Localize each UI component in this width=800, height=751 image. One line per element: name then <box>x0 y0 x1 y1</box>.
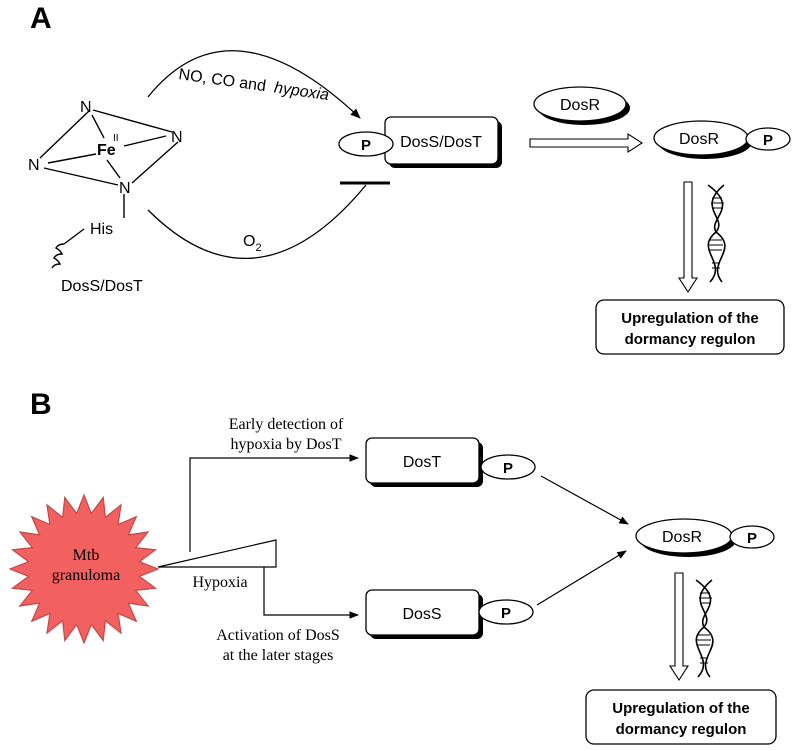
dost-label: DosT <box>403 454 441 471</box>
heme-nitrogen-bottom: N <box>119 180 131 197</box>
hypoxia-label: Hypoxia <box>192 574 247 591</box>
dosr-oval <box>533 86 627 122</box>
outcome-box-b <box>585 689 777 745</box>
early-line2: hypoxia by DosT <box>230 436 341 453</box>
dosr-b-phosphate-label: P <box>747 530 757 547</box>
dosr-b-phosphate <box>729 525 775 549</box>
inhibition-arc <box>147 184 367 260</box>
doss-phosphate <box>478 599 534 625</box>
doss-to-dosr-arrow <box>536 550 627 606</box>
kinase-phosphate-label: P <box>361 137 371 154</box>
activation-label: NO, CO and hypoxia <box>177 66 330 104</box>
heme-histidine: His <box>90 221 113 238</box>
upregulation-arrow-a <box>677 181 699 294</box>
granuloma-line1: Mtb <box>73 547 100 564</box>
transfer-arrow <box>529 132 644 154</box>
panel-b-label: B <box>30 388 52 421</box>
panel-a-label: A <box>30 2 52 35</box>
dosr-phosphate <box>745 127 791 151</box>
dost-phosphate <box>480 454 536 480</box>
outcome-a-line1: Upregulation of the <box>621 310 759 327</box>
heme-protein-label: DosS/DosT <box>61 278 143 295</box>
outcome-box-a <box>595 299 785 355</box>
heme-nitrogen-left: N <box>28 157 40 174</box>
dosr-phosphate-label: P <box>763 132 773 149</box>
granuloma-starburst-icon <box>8 493 160 645</box>
dna-helix-icon <box>707 184 726 283</box>
late-path-arrow <box>263 567 359 619</box>
activation-arrow <box>147 50 361 119</box>
heme-iron: Fe <box>97 142 116 159</box>
heme-nitrogen-top: N <box>80 99 92 116</box>
dost-box <box>365 437 480 484</box>
dna-helix-icon <box>695 579 714 678</box>
outcome-b-line2: dormancy regulon <box>616 721 747 738</box>
heme-iron-oxidation: II <box>113 133 119 144</box>
early-path-arrow <box>189 454 359 552</box>
dost-to-dosr-arrow <box>540 475 629 525</box>
heme-nitrogen-right: N <box>171 129 183 146</box>
dost-phosphate-label: P <box>503 460 513 477</box>
doss-label: DosS <box>402 606 441 623</box>
hypoxia-gradient-wedge <box>157 539 277 568</box>
dosr-phos-label: DosR <box>679 131 719 148</box>
late-line2: at the later stages <box>223 647 334 664</box>
dosr-label: DosR <box>560 97 600 114</box>
heme-structure <box>39 109 179 269</box>
kinase-phosphate <box>338 131 394 157</box>
upregulation-arrow-b <box>668 572 690 682</box>
early-line1: Early detection of <box>229 416 344 433</box>
inhibition-label: O2 <box>243 233 262 254</box>
dosr-b-label: DosR <box>662 529 702 546</box>
kinase-label: DosS/DosT <box>400 134 482 151</box>
outcome-b-line1: Upregulation of the <box>612 700 750 717</box>
doss-phosphate-label: P <box>501 605 511 622</box>
outcome-a-line2: dormancy regulon <box>625 331 756 348</box>
late-line1: Activation of DosS <box>216 627 340 644</box>
granuloma-line2: granuloma <box>52 567 120 584</box>
